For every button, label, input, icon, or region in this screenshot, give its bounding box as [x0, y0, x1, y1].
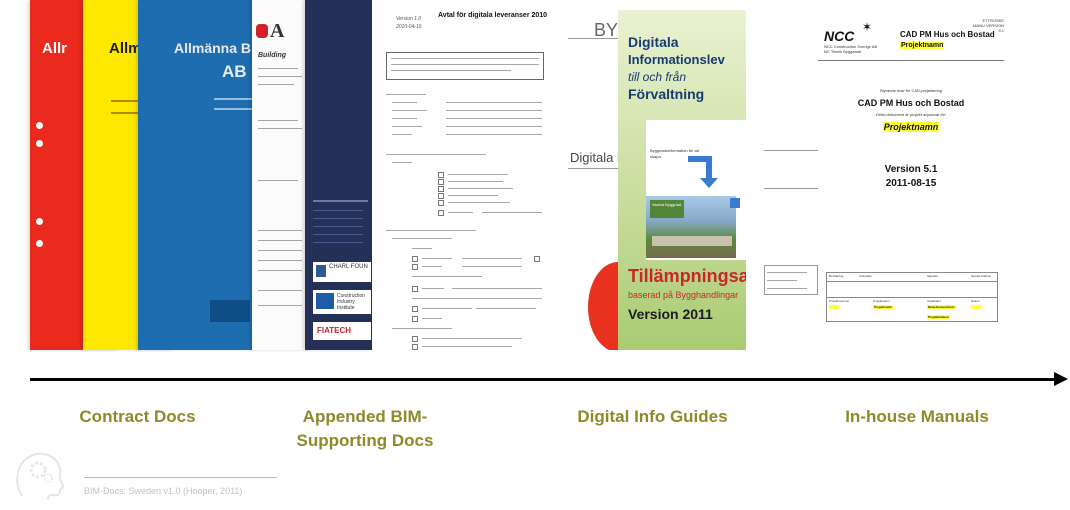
yellow-cover-text-line: [111, 112, 141, 114]
blue-cover-text-line: [214, 108, 252, 110]
ncc-project: Projektnamn: [882, 122, 940, 132]
arrow-head-icon: [1054, 372, 1068, 386]
white-cover-logo: [256, 24, 268, 38]
appended-doc-navy-cover: CHARL FOUN Construction Industry Institu…: [305, 0, 372, 350]
footer-divider: [84, 477, 277, 478]
guide-tillampning: Tillämpningsa: [628, 266, 746, 286]
sponsor-logo-fiatech: FIATECH: [313, 322, 371, 340]
timeline-axis: [30, 378, 1058, 381]
head-gears-icon: [16, 452, 65, 501]
guide-title-line3: till och från: [628, 70, 687, 84]
guide-title-line4: Förvaltning: [628, 86, 705, 102]
ncc-in-house-manual: NCC ✶ NCC Construction Sverige AB NC Tek…: [818, 16, 1004, 350]
category-label-digital-info-guides: Digital Info Guides: [577, 407, 728, 426]
form-intro-box: [386, 52, 544, 80]
ncc-table-header: Ändrades: [859, 274, 872, 278]
ncc-version: Version 5.1: [884, 164, 938, 175]
guide-photo: Vackra Byggnad: [646, 196, 736, 258]
sponsor-logo-charles: CHARL FOUN: [313, 262, 371, 282]
category-label-in-house-manuals: In-house Manuals: [845, 407, 989, 426]
appended-doc-white-cover: A Building: [252, 0, 312, 350]
ncc-table-value: Projektledaren: [927, 315, 950, 319]
contract-doc-blue-cover: Allmänna B AB: [138, 0, 256, 350]
ncc-desc: Detta dokument är projekt anpassat för:: [875, 112, 947, 117]
guide-title-line1: Digitala: [628, 34, 679, 50]
ncc-stamp: ETTROSKE MANU VERSION 5.1: [973, 18, 1004, 33]
ncc-table-row-label: Datum: [971, 299, 980, 303]
guide-title-line2: Informationslev: [628, 52, 725, 67]
blue-cover-subtitle: AB: [222, 62, 247, 81]
ncc-company: NCC Construction Sverige AB NC Teknik By…: [824, 44, 878, 54]
ncc-header-title: CAD PM Hus och Bostad: [900, 30, 995, 39]
guide-basis: baserad på Bygghandlingar: [628, 290, 739, 300]
ncc-table-row-label: Uppdraknr: [927, 299, 942, 303]
in-house-fragment: [764, 150, 818, 350]
form-version: Version 1.0: [396, 16, 422, 22]
sponsor-logo-cii: Construction Industry Institute: [313, 290, 371, 314]
ncc-revision-table: Revidering Ändrades Signatur Senast ändr…: [826, 272, 998, 322]
white-cover-title: A: [270, 20, 285, 42]
ncc-table-header: Revidering: [829, 274, 844, 278]
ncc-table-value: Modellsamordnare: [927, 305, 956, 309]
ncc-table-row-label: Projektnamn: [873, 299, 890, 303]
category-label-appended-bim: Appended BIM- Supporting Docs: [296, 407, 434, 450]
form-title: Avtal för digitala leveranser 2010: [438, 12, 548, 19]
ncc-date: 2011-08-15: [885, 178, 937, 189]
white-cover-subtitle: Building: [258, 52, 286, 59]
appended-form-document: Version 1.0 2010-04-16 Avtal för digital…: [372, 10, 552, 350]
fragment-digitala-lev: Digitala lev: [570, 150, 628, 165]
yellow-cover-text-line: [111, 100, 151, 102]
red-cover-title: Allr: [42, 40, 68, 57]
ncc-table-header: Signatur: [927, 274, 939, 278]
ncc-kicker: Styrande krav för CAD-projektering: [879, 88, 943, 93]
ncc-logo: NCC: [824, 28, 855, 44]
ncc-star-icon: ✶: [862, 20, 873, 34]
guide-version: Version 2011: [628, 306, 713, 322]
category-label-contract-docs: Contract Docs: [79, 407, 196, 426]
footer-citation: BIM-Docs: Sweden v1.0 (Hooper, 2011): [84, 486, 243, 496]
ncc-header-sub: Projektnamn: [900, 42, 945, 49]
ncc-table-row-label: Projektnummer: [829, 299, 850, 303]
ncc-main-title: CAD PM Hus och Bostad: [857, 98, 965, 108]
digital-info-guide: Digitala Informationslev till och från F…: [618, 10, 746, 350]
blue-cover-footer-logo: [210, 300, 250, 322]
ncc-table-header: Senast ändrad: [971, 274, 991, 278]
blue-cover-text-line: [214, 98, 252, 100]
yellow-cover-title: Allm: [109, 40, 142, 57]
form-date: 2010-04-16: [396, 24, 422, 30]
ncc-table-value: Projektnamn: [873, 305, 894, 309]
blue-cover-title: Allmänna B: [174, 40, 252, 56]
